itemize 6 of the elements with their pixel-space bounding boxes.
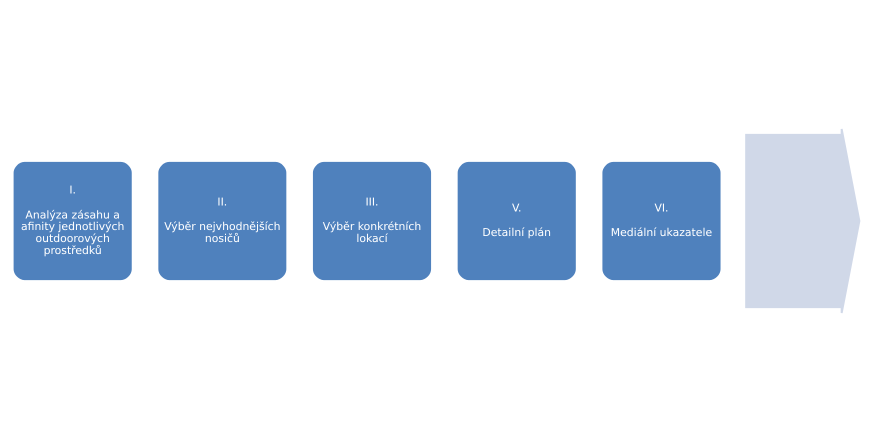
node-box: VI. Mediální ukazatele xyxy=(600,160,723,282)
node-box: V. Detailní plán xyxy=(456,160,578,282)
node-box: II. Výběr nejvhodnějších nosičů xyxy=(156,160,288,282)
node-arrow xyxy=(745,128,860,314)
node-box: III. Výběr konkrétních lokací xyxy=(310,160,434,282)
node-box: I. Analýza zásahu a afinity jednotlivých outdoorových prostředků xyxy=(12,160,134,282)
